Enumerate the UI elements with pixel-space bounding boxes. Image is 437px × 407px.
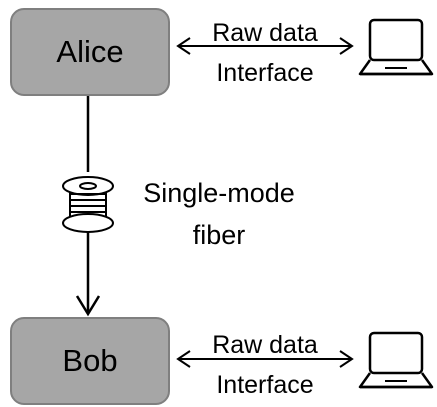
alice-interface-line1: Raw data [212, 19, 318, 47]
bob-interface-arrow [176, 350, 354, 368]
alice-interface-line2: Interface [216, 59, 314, 87]
fiber-label-line1: Single-mode [143, 178, 295, 208]
bob-interface-line1: Raw data [212, 331, 318, 359]
laptop-icon [358, 331, 434, 389]
bob-interface-label: Raw data Interface [190, 330, 340, 400]
alice-label: Alice [56, 34, 124, 69]
alice-interface-arrow [176, 37, 354, 55]
laptop-icon [358, 18, 434, 76]
alice-node: Alice [10, 8, 170, 96]
alice-interface-label: Raw data Interface [190, 18, 340, 88]
fiber-spool-icon [62, 176, 114, 233]
bob-label: Bob [62, 343, 118, 378]
fiber-label: Single-mode fiber [134, 172, 304, 256]
bob-interface-line2: Interface [216, 371, 314, 399]
fiber-arrowhead [75, 295, 101, 317]
bob-node: Bob [10, 317, 170, 405]
fiber-label-line2: fiber [192, 220, 246, 250]
